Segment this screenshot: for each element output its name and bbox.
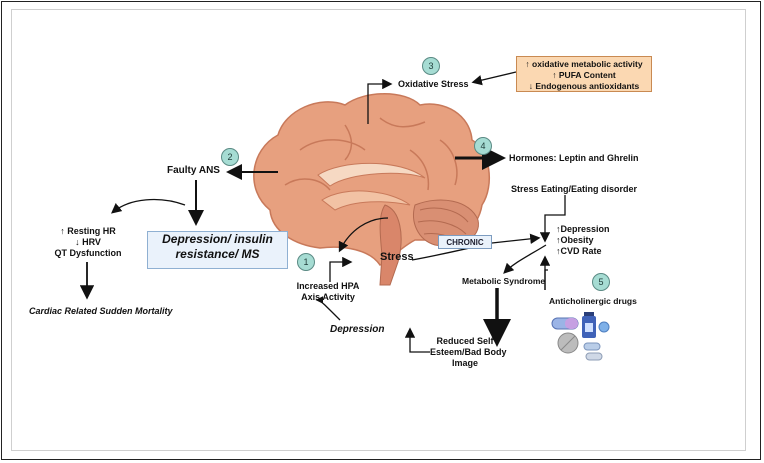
oxidative-stress-label: Oxidative Stress (398, 79, 469, 89)
chronic-tag: CHRONIC (438, 235, 492, 249)
hpa-axis-label: Increased HPA Axis Activity (288, 281, 368, 303)
corpus-callosum (317, 162, 426, 187)
resting-hr-label: ↑ Resting HR (60, 226, 116, 236)
stress-label: Stress (380, 251, 414, 263)
obesity-up-label: ↑Obesity (556, 235, 594, 245)
arrow-to-resting-hr (110, 198, 186, 214)
hrv-label: ↓ HRV (75, 237, 101, 247)
oxidative-factor-1: ↑ oxidative metabolic activity (525, 59, 643, 69)
reduced-line-2: Esteem/Bad Body (430, 347, 507, 357)
chronic-to-depression (491, 233, 541, 245)
step-5-badge: 5 (592, 273, 610, 291)
reduced-line-3: Image (451, 358, 478, 368)
drug-icons (551, 312, 610, 361)
stress-eating-label: Stress Eating/Eating disorder (511, 184, 638, 194)
depression-label: Depression (330, 324, 385, 335)
depression-insulin-box: Depression/ insulin resistance/ MS (147, 231, 288, 269)
arrow-from-oxidative-box (471, 71, 517, 86)
arrow-depression-to-hpa (315, 296, 341, 321)
step-4-badge: 4 (474, 137, 492, 155)
arrow-to-oxidative-stress (367, 78, 393, 124)
depression-up-label: ↑Depression (556, 224, 610, 234)
arrow-to-depression-label (404, 327, 430, 353)
cardiac-mortality-label: Cardiac Related Sudden Mortality (29, 306, 173, 316)
hpa-line-2: Axis Activity (301, 292, 355, 302)
anticholinergic-drugs-label: Anticholinergic drugs (549, 296, 637, 306)
oxidative-factor-3: ↓ Endogenous antioxidants (528, 81, 640, 91)
cardiac-indicators: ↑ Resting HR ↓ HRV QT Dysfunction (49, 226, 127, 259)
reduced-self-esteem-label: Reduced Self Esteem/Bad Body Image (430, 336, 507, 369)
depression-insulin-line-2: resistance/ MS (175, 247, 260, 261)
thalamus (321, 190, 411, 211)
step-1-badge: 1 (297, 253, 315, 271)
step-2-badge: 2 (221, 148, 239, 166)
depression-obesity-cvd: ↑Depression ↑Obesity ↑CVD Rate (556, 224, 610, 257)
oxidative-factor-2: ↑ PUFA Content (552, 70, 616, 80)
reduced-line-1: Reduced Self (436, 336, 494, 346)
oxidative-factors-box: ↑ oxidative metabolic activity ↑ PUFA Co… (516, 56, 652, 92)
hormones-label: Hormones: Leptin and Ghrelin (509, 153, 639, 163)
brainstem (379, 204, 402, 286)
step-3-badge: 3 (422, 57, 440, 75)
faulty-ans-label: Faulty ANS (167, 165, 220, 176)
hpa-line-1: Increased HPA (296, 281, 360, 291)
depression-insulin-line-1: Depression/ insulin (162, 232, 273, 246)
arrow-eating-to-depression (539, 195, 566, 243)
cvd-up-label: ↑CVD Rate (556, 246, 602, 256)
brain-illustration (253, 93, 490, 286)
metabolic-syndrome-label: Metabolic Syndrome (462, 276, 546, 286)
arrow-to-metabolic (503, 244, 547, 274)
arrow-to-hpa-loop (338, 217, 389, 253)
diagram-panel (11, 9, 746, 451)
qt-dysfunction-label: QT Dysfunction (54, 248, 122, 258)
arrow-hpa-to-stress (329, 256, 353, 282)
